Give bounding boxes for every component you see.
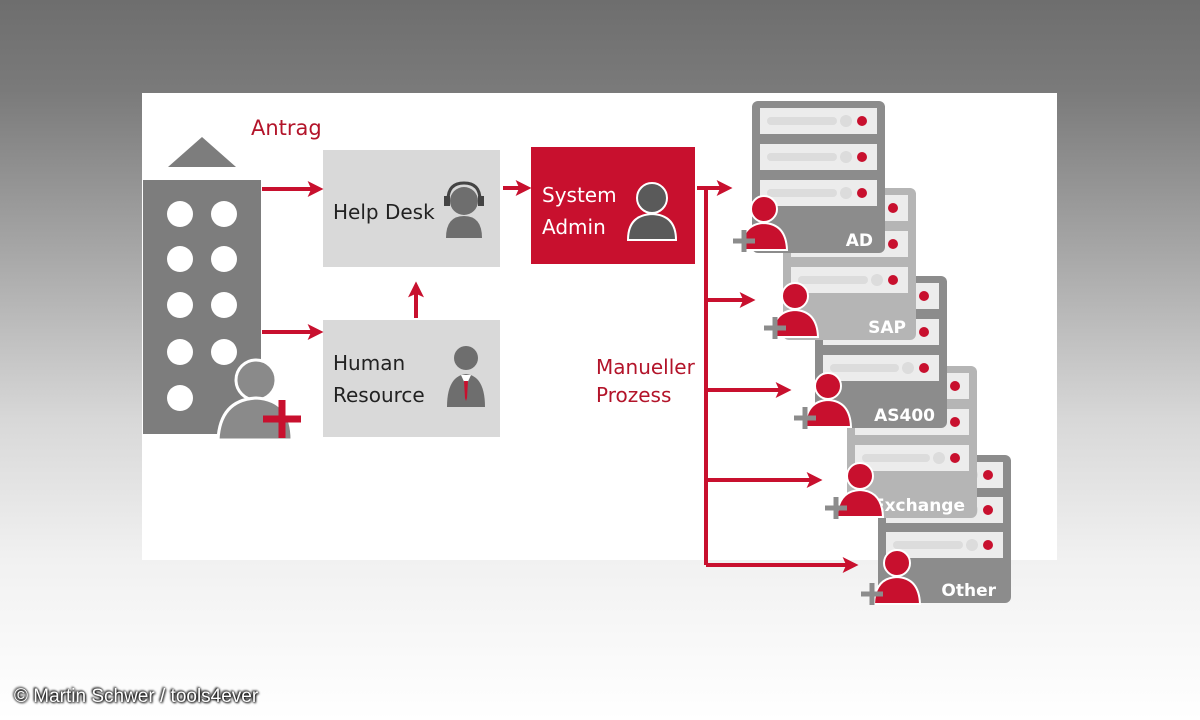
headset-agent-icon [444,181,484,238]
company-building-icon [143,137,301,442]
photo-credit: © Martin Schwer / tools4ever [14,686,259,707]
sysadmin-label-line2: Admin [542,215,606,239]
add-user-icon-ad [733,195,789,252]
add-user-icon-sap [764,282,820,339]
add-user-icon-as400 [794,372,853,429]
sysadmin-label-line1: System [542,183,617,207]
admin-person-icon [626,182,678,241]
human-resource-box: Human Resource [323,320,500,437]
new-employee-icon [216,358,301,442]
server-other-label: Other [941,581,996,601]
manual-process-label-line2: Prozess [596,383,671,407]
add-user-icon-other [861,549,922,605]
server-ad-label: AD [846,231,873,251]
server-ad: AD [733,101,885,253]
manual-process-label-line1: Manueller [596,355,696,379]
server-as400-label: AS400 [874,406,935,426]
business-person-icon [447,346,485,407]
hr-label-line2: Resource [333,383,425,407]
antrag-label: Antrag [251,116,322,140]
help-desk-box: Help Desk [323,150,500,267]
system-admin-box: System Admin [531,147,695,264]
hr-label-line1: Human [333,351,405,375]
process-arrows [262,180,859,573]
server-exchange-label: Exchange [873,496,965,516]
server-sap-label: SAP [868,318,906,338]
help-desk-label: Help Desk [333,200,435,224]
add-user-icon-exchange [825,462,885,519]
